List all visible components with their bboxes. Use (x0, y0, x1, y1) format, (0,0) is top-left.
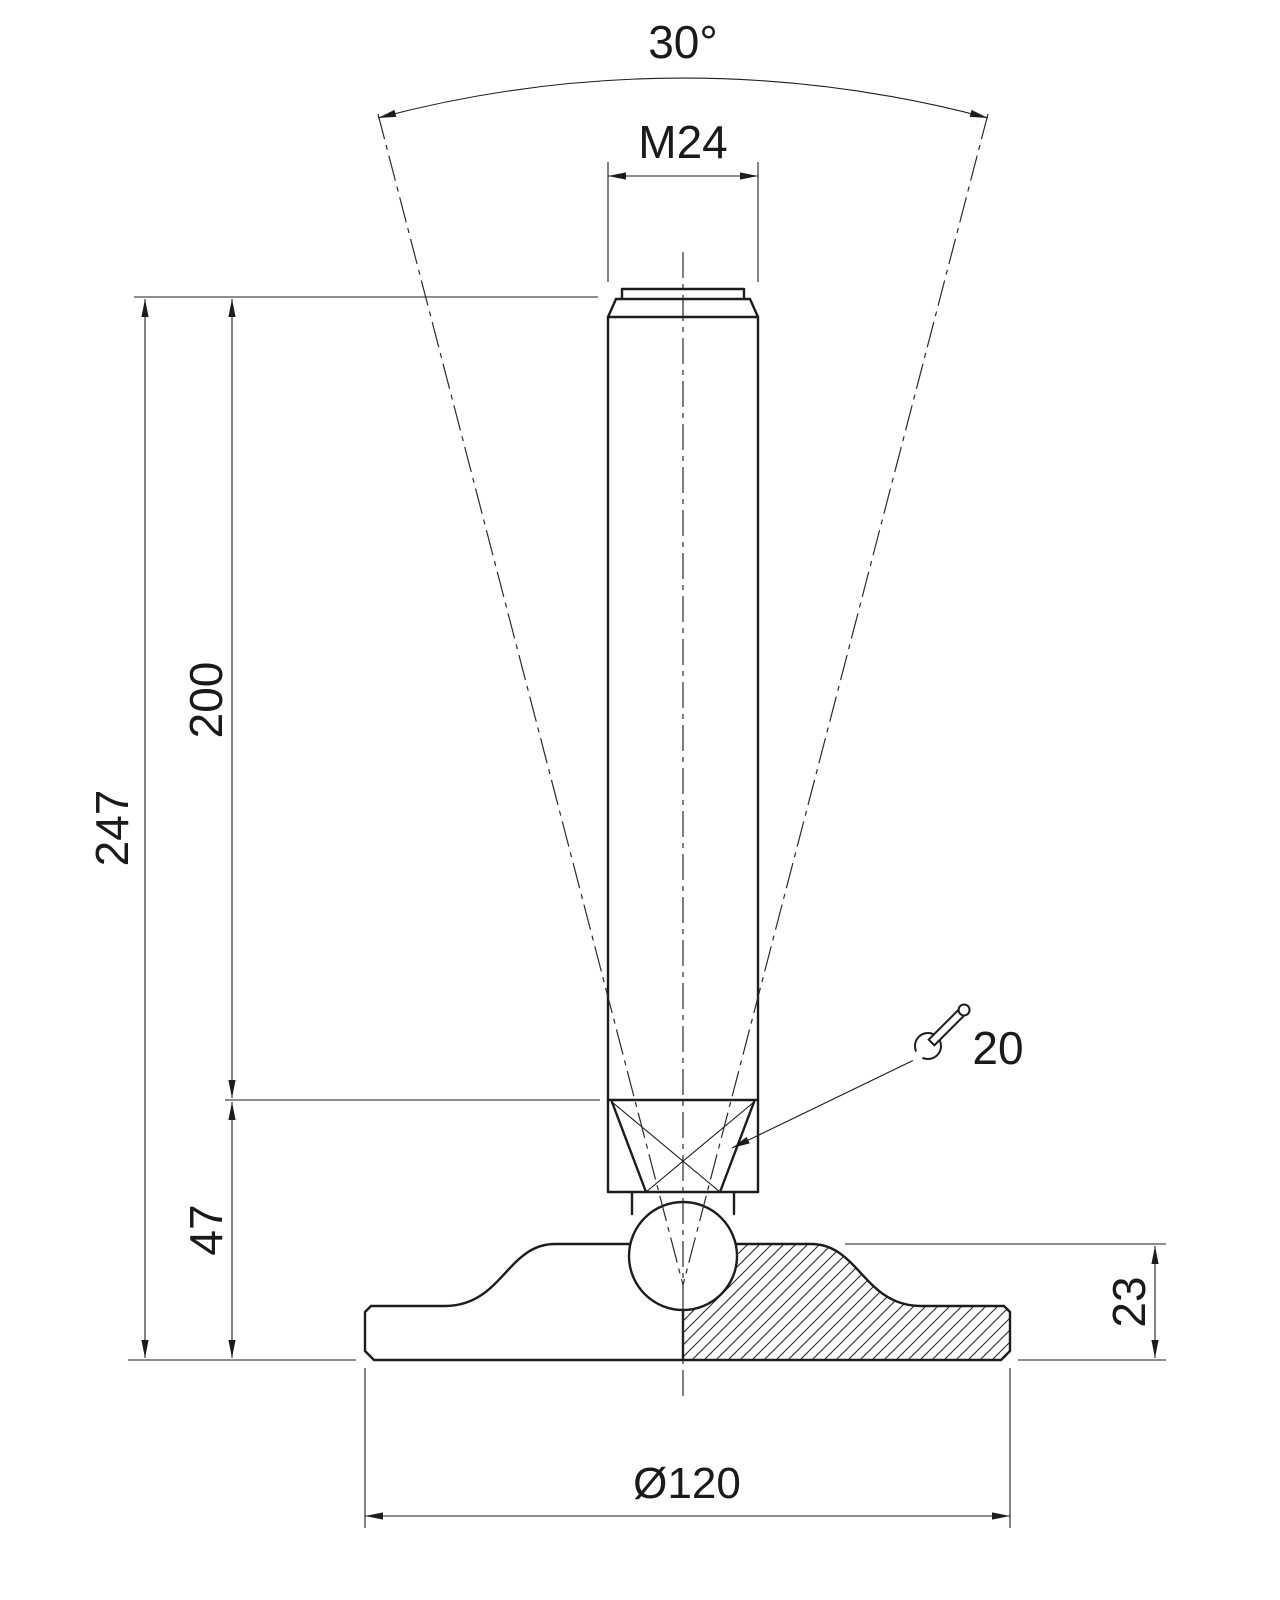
dimension-base-rim-height: 23 (845, 1243, 1166, 1361)
wrench-size-callout: 20 (731, 1003, 1024, 1149)
swivel-angle-label: 30° (648, 16, 718, 68)
base-diameter-label: Ø120 (633, 1459, 741, 1508)
dimension-thread-size: M24 (607, 116, 759, 282)
overall-height-label: 247 (86, 790, 138, 867)
dimension-swivel-angle: 30° (377, 16, 989, 119)
dimension-foot-height: 47 (180, 1102, 236, 1358)
base-rim-height-label: 23 (1103, 1276, 1155, 1327)
dimension-overall-height: 247 (86, 296, 598, 1361)
thread-size-label: M24 (638, 116, 727, 168)
foot-height-label: 47 (180, 1204, 232, 1255)
centerlines (377, 113, 989, 1396)
dimension-stud-length: 200 (180, 299, 600, 1101)
dimension-base-diameter: Ø120 (364, 1368, 1011, 1528)
wrench-icon (909, 1003, 971, 1065)
wrench-size-label: 20 (972, 1022, 1023, 1074)
stud-length-label: 200 (180, 662, 232, 739)
